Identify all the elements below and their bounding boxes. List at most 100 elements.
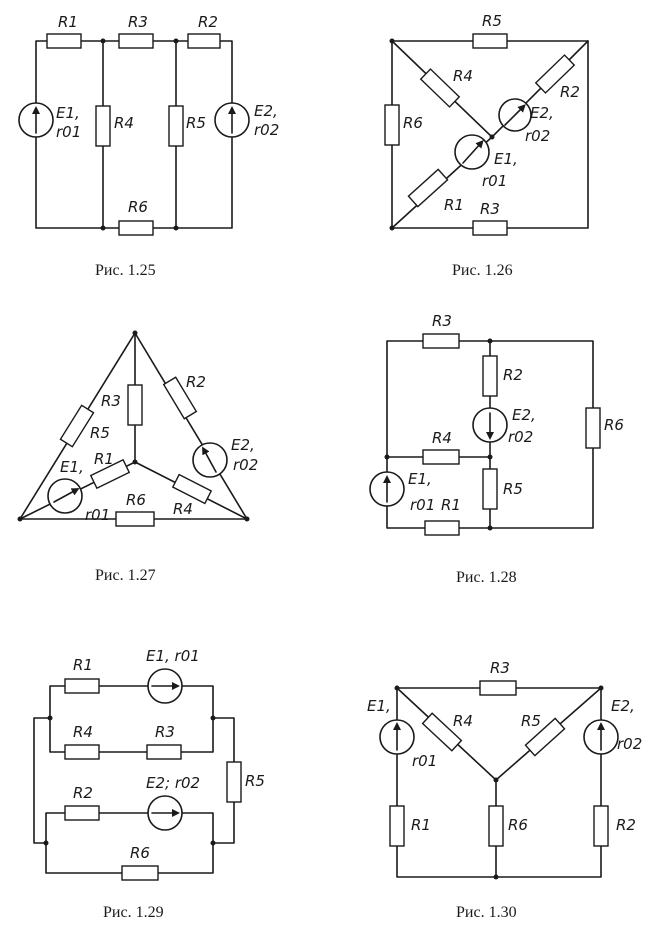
node bbox=[100, 38, 106, 44]
label-r2: R2 bbox=[198, 13, 218, 31]
node bbox=[17, 516, 23, 522]
label-r2: R2 bbox=[186, 373, 206, 391]
resistor-r6 bbox=[384, 104, 400, 146]
resistor-r4 bbox=[422, 449, 460, 465]
resistor-r6 bbox=[488, 805, 504, 847]
label-e2: E2, bbox=[231, 436, 255, 454]
label-r6: R6 bbox=[128, 198, 148, 216]
caption-fig-1-28: Рис. 1.28 bbox=[456, 569, 517, 586]
label-r3: R3 bbox=[480, 200, 500, 218]
figure-1-28: R3 R2 E2, r02 R6 R4 E1, r01 R1 R5 Рис. 1… bbox=[369, 312, 624, 586]
label-r3: R3 bbox=[155, 723, 175, 741]
label-e1: E1, bbox=[494, 150, 518, 168]
resistor-r4 bbox=[171, 473, 213, 505]
label-r01: r01 bbox=[482, 172, 507, 190]
source-e1 bbox=[18, 102, 54, 138]
resistor-r2 bbox=[64, 805, 100, 821]
node bbox=[173, 38, 179, 44]
label-r2: R2 bbox=[73, 784, 93, 802]
label-r6: R6 bbox=[604, 416, 624, 434]
resistor-r1 bbox=[389, 805, 405, 847]
source-e1 bbox=[454, 134, 490, 170]
label-r4: R4 bbox=[73, 723, 93, 741]
source-e1 bbox=[369, 471, 405, 507]
resistor-r1 bbox=[407, 168, 449, 208]
resistor-r5 bbox=[168, 105, 184, 147]
source-e2 bbox=[147, 795, 183, 831]
resistor-r2 bbox=[187, 33, 221, 49]
node bbox=[493, 777, 499, 783]
caption-fig-1-27: Рис. 1.27 bbox=[95, 567, 156, 584]
resistor-r4 bbox=[419, 68, 461, 108]
source-e1 bbox=[147, 668, 183, 704]
resistor-r2 bbox=[162, 376, 198, 420]
label-e1: E1, bbox=[367, 697, 391, 715]
label-r2: R2 bbox=[503, 366, 523, 384]
node bbox=[244, 516, 250, 522]
figure-1-27: R3 R2 R5 E2, r02 E1, R1 r01 R6 R4 Рис. 1… bbox=[17, 330, 258, 584]
resistor-r3 bbox=[422, 333, 460, 349]
resistor-r2 bbox=[534, 54, 576, 94]
resistor-r1 bbox=[424, 520, 460, 536]
label-r2: R2 bbox=[616, 816, 636, 834]
label-r5: R5 bbox=[186, 114, 206, 132]
label-r1: R1 bbox=[94, 450, 114, 468]
label-r6: R6 bbox=[130, 844, 150, 862]
node bbox=[394, 685, 400, 691]
label-r6: R6 bbox=[508, 816, 528, 834]
label-r1: R1 bbox=[58, 13, 78, 31]
label-e2: E2, bbox=[530, 104, 554, 122]
label-r3: R3 bbox=[128, 13, 148, 31]
label-r6: R6 bbox=[403, 114, 423, 132]
resistor-r5 bbox=[226, 761, 242, 803]
node bbox=[173, 225, 179, 231]
label-e2: E2; r02 bbox=[146, 774, 200, 792]
node bbox=[210, 840, 216, 846]
resistor-r3 bbox=[118, 33, 154, 49]
label-e1: E1, bbox=[408, 470, 432, 488]
caption-fig-1-26: Рис. 1.26 bbox=[452, 262, 513, 279]
resistor-r4 bbox=[95, 105, 111, 147]
label-r1: R1 bbox=[411, 816, 431, 834]
label-r3: R3 bbox=[490, 659, 510, 677]
node bbox=[487, 454, 493, 460]
label-r5: R5 bbox=[521, 712, 541, 730]
label-r01: r01 bbox=[85, 506, 110, 524]
label-r5: R5 bbox=[503, 480, 523, 498]
node bbox=[132, 459, 138, 465]
resistor-r4 bbox=[421, 712, 463, 752]
node bbox=[43, 840, 49, 846]
node bbox=[489, 134, 495, 140]
label-r02: r02 bbox=[508, 428, 533, 446]
resistor-r3 bbox=[127, 384, 143, 426]
label-r02: r02 bbox=[617, 735, 642, 753]
label-r5: R5 bbox=[245, 772, 265, 790]
node bbox=[487, 525, 493, 531]
node bbox=[389, 38, 395, 44]
resistor-r1 bbox=[46, 33, 82, 49]
figure-1-30: R3 E1, r01 R4 R5 E2, r02 R1 R6 R2 Рис. 1… bbox=[367, 659, 642, 921]
label-r1: R1 bbox=[441, 496, 461, 514]
source-e2 bbox=[583, 719, 619, 755]
caption-fig-1-29: Рис. 1.29 bbox=[103, 904, 164, 921]
label-r5: R5 bbox=[90, 424, 110, 442]
label-r01: r01 bbox=[56, 123, 81, 141]
wires bbox=[396, 687, 602, 878]
label-e2: E2, bbox=[611, 697, 635, 715]
resistor-r5 bbox=[524, 717, 566, 757]
figure-1-29: R1 E1, r01 R4 R3 R5 R2 E2; r02 R6 Рис. 1… bbox=[33, 647, 265, 921]
label-r02: r02 bbox=[525, 127, 550, 145]
label-r5: R5 bbox=[482, 12, 502, 30]
label-r4: R4 bbox=[114, 114, 134, 132]
node bbox=[100, 225, 106, 231]
label-r4: R4 bbox=[173, 500, 193, 518]
resistor-r5 bbox=[482, 468, 498, 510]
source-e2 bbox=[472, 407, 508, 443]
source-e1 bbox=[47, 478, 83, 514]
resistor-r4 bbox=[64, 744, 100, 760]
node bbox=[389, 225, 395, 231]
node bbox=[384, 454, 390, 460]
label-r3: R3 bbox=[101, 392, 121, 410]
label-r2: R2 bbox=[560, 83, 580, 101]
